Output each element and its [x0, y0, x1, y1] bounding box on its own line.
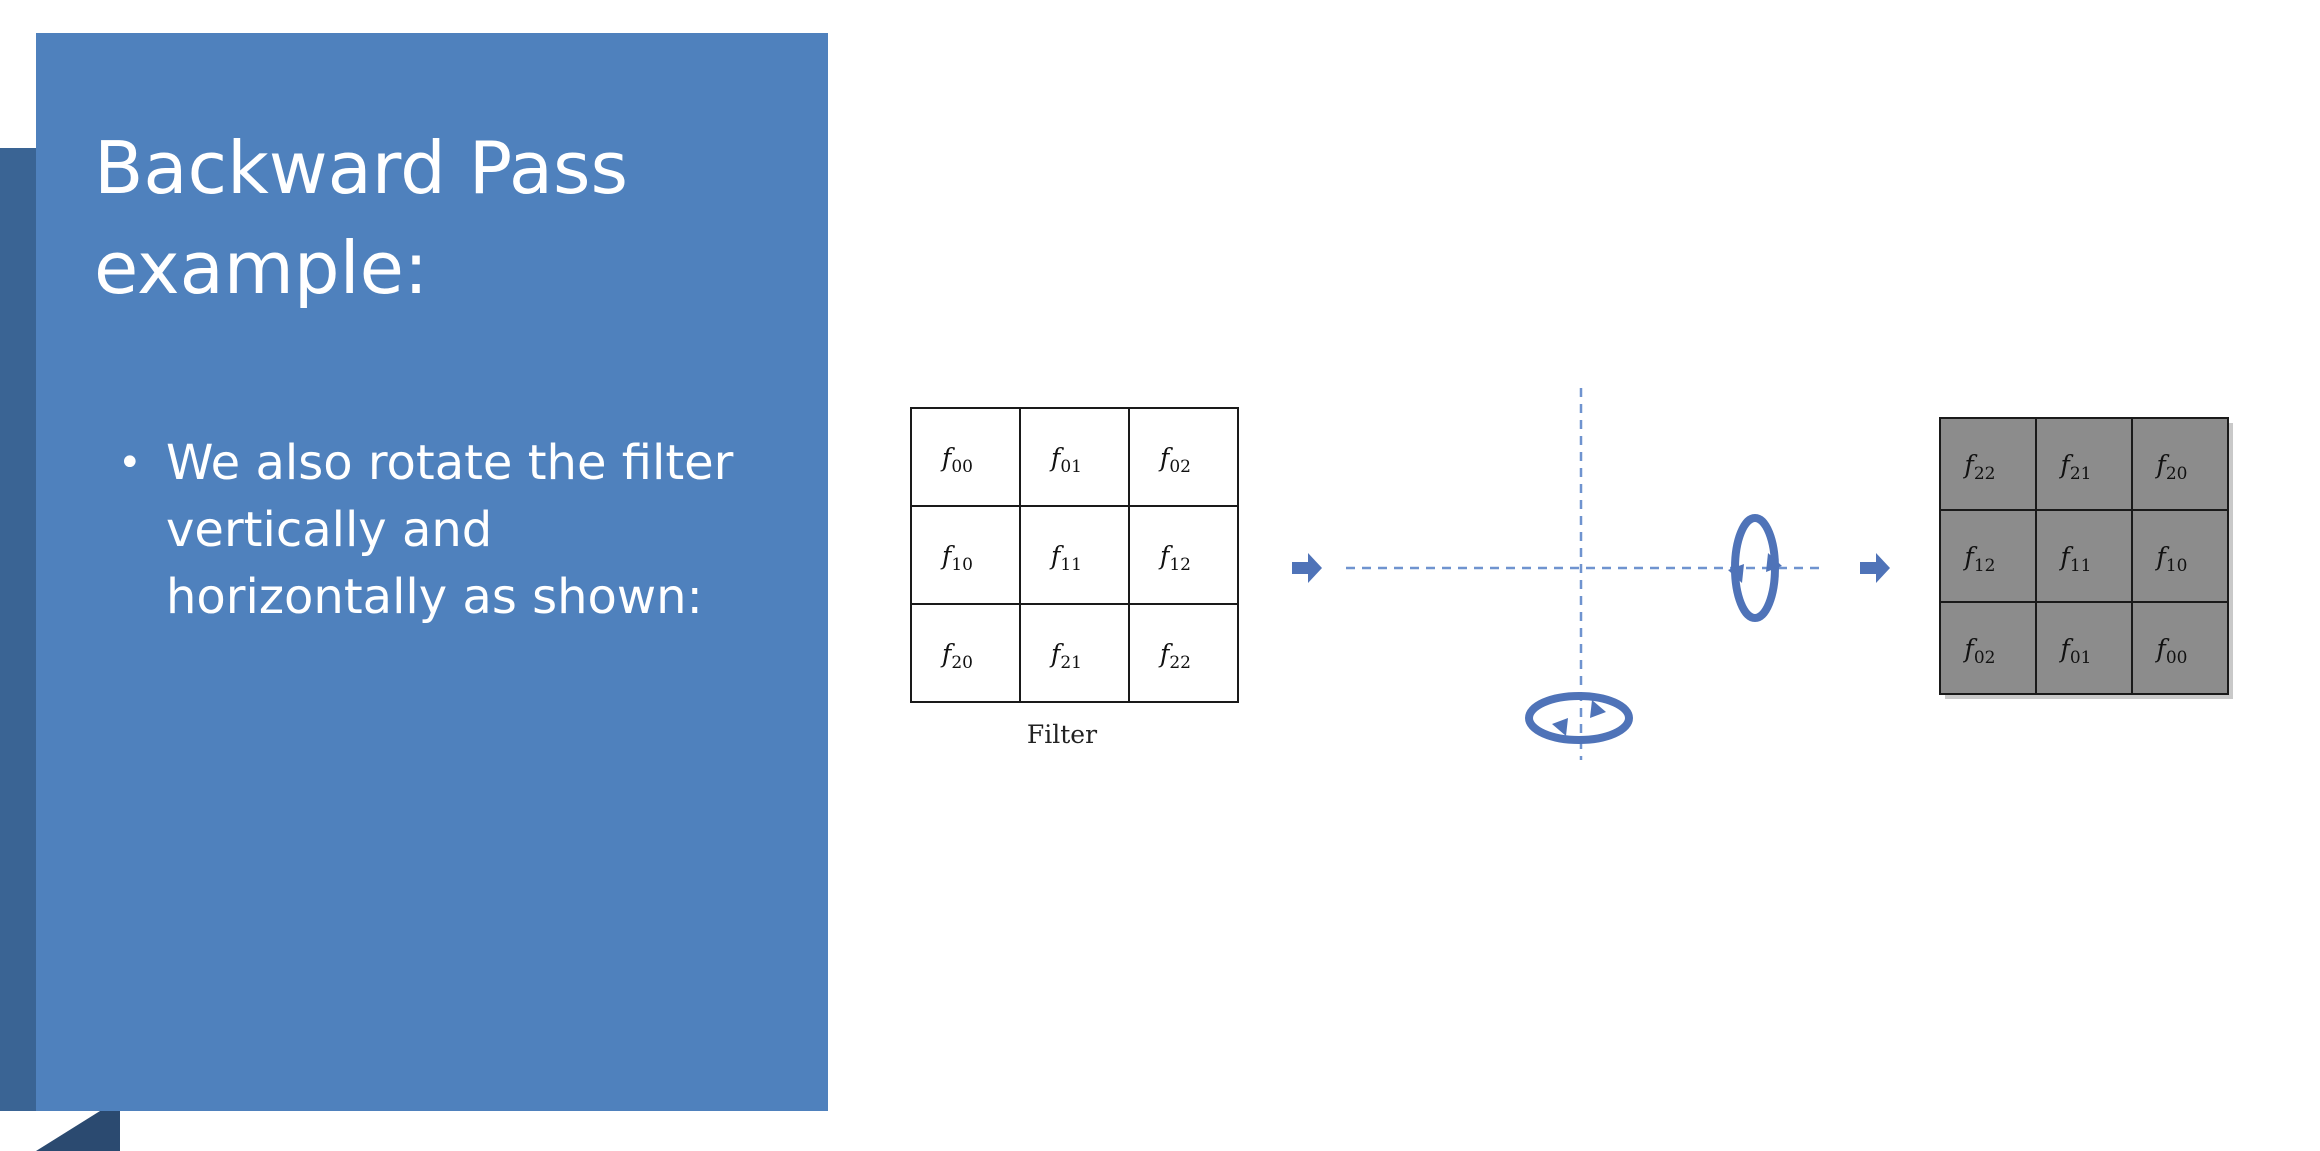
bullet-text: We also rotate the filter vertically and… — [166, 435, 734, 625]
rotated-filter-cell-label: f02 — [1963, 634, 1996, 668]
original-filter-cell-label: f01 — [1049, 443, 1082, 477]
rotated-filter-cell-label: f01 — [2059, 634, 2092, 668]
original-filter-cell — [1019, 505, 1130, 605]
vertical-rotate-icon — [1728, 514, 1782, 622]
bullet-item: • We also rotate the filter vertically a… — [94, 430, 734, 631]
original-filter-grid: f00 f01 f02 f10 f11 f12 f20 f21 f22 — [910, 407, 1239, 703]
rotated-filter-cell — [2131, 509, 2229, 603]
original-filter-cell — [1128, 603, 1239, 703]
rotated-filter-cell — [2035, 509, 2133, 603]
rotated-filter-cell — [1939, 417, 2037, 511]
original-filter-cell — [1128, 505, 1239, 605]
original-filter-cell-label: f00 — [940, 443, 973, 477]
rotated-filter-cell-label: f11 — [2059, 542, 2092, 576]
rotated-filter-cell-label: f10 — [2155, 542, 2188, 576]
original-filter-cell-label: f12 — [1158, 541, 1191, 575]
rotated-filter-cell-label: f12 — [1963, 542, 1996, 576]
original-filter-cell — [1019, 407, 1130, 507]
original-filter-cell-label: f02 — [1158, 443, 1191, 477]
original-filter-cell — [910, 407, 1021, 507]
rotated-filter-cell — [2131, 417, 2229, 511]
rotated-filter-cell-label: f20 — [2155, 450, 2188, 484]
rotated-filter-cell-label: f21 — [2059, 450, 2092, 484]
original-filter-cell — [910, 603, 1021, 703]
rotated-filter-cell — [1939, 509, 2037, 603]
original-filter-cell-label: f20 — [940, 639, 973, 673]
bullet-dot: • — [118, 440, 142, 486]
bottom-fold-cut — [36, 1111, 100, 1151]
rotated-filter-cell — [2035, 601, 2133, 695]
original-filter-cell-label: f11 — [1049, 541, 1082, 575]
rotated-filter-cell — [2131, 601, 2229, 695]
rotated-filter-cell — [1939, 601, 2037, 695]
right-arrow-icon — [1860, 553, 1890, 583]
slide-title: Backward Pass example: — [94, 126, 629, 310]
original-filter-cell — [1128, 407, 1239, 507]
original-filter-cell — [1019, 603, 1130, 703]
filter-caption: Filter — [1027, 720, 1097, 749]
bullet-list: • We also rotate the filter vertically a… — [94, 430, 734, 631]
original-filter-cell-label: f10 — [940, 541, 973, 575]
original-filter-cell-label: f21 — [1049, 639, 1082, 673]
title-panel — [36, 33, 828, 1111]
rotated-filter-grid: f22 f21 f20 f12 f11 f10 f02 f01 f00 — [1939, 417, 2233, 699]
original-filter-cell-label: f22 — [1158, 639, 1191, 673]
rotated-filter-cell-label: f22 — [1963, 450, 1996, 484]
rotated-filter-cell-label: f00 — [2155, 634, 2188, 668]
right-arrow-icon — [1292, 553, 1322, 583]
side-band — [0, 148, 36, 1111]
horizontal-rotate-icon — [1525, 692, 1633, 744]
original-filter-cell — [910, 505, 1021, 605]
